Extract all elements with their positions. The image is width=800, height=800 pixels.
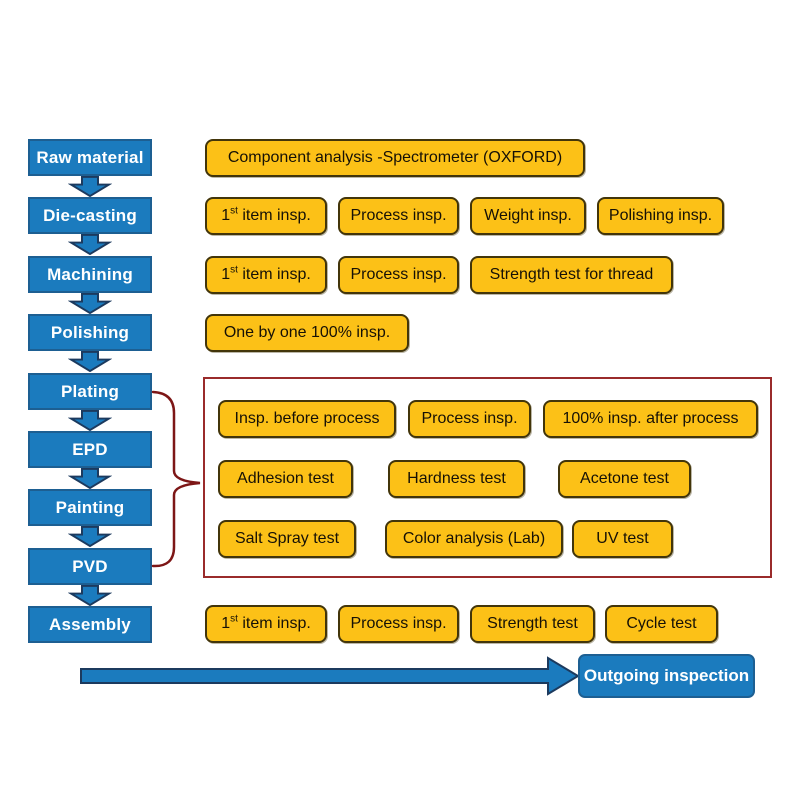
inspection-label: 1st item insp. bbox=[221, 613, 311, 632]
down-arrow-icon bbox=[68, 234, 112, 255]
inspection-label: Strength test for thread bbox=[489, 266, 654, 283]
inspection-box-first-item: 1st item insp. bbox=[205, 197, 327, 235]
inspection-label: Color analysis (Lab) bbox=[402, 530, 546, 547]
process-step-label: Die-casting bbox=[43, 205, 137, 225]
inspection-label: Process insp. bbox=[350, 266, 447, 283]
process-step-polishing: Polishing bbox=[28, 314, 152, 351]
inspection-box-process: Process insp. bbox=[408, 400, 531, 438]
inspection-label: 1st item insp. bbox=[221, 205, 311, 224]
inspection-label: Process insp. bbox=[350, 207, 447, 224]
process-step-label: Painting bbox=[55, 497, 125, 517]
inspection-box-first-item: 1st item insp. bbox=[205, 605, 327, 643]
inspection-box-process: Process insp. bbox=[338, 197, 459, 235]
down-arrow-icon bbox=[68, 585, 112, 606]
process-step-painting: Painting bbox=[28, 489, 152, 526]
inspection-box-strength-thread: Strength test for thread bbox=[470, 256, 673, 294]
inspection-box-salt-spray: Salt Spray test bbox=[218, 520, 356, 558]
inspection-box-one-by-one: One by one 100% insp. bbox=[205, 314, 409, 352]
inspection-box-component-analysis: Component analysis -Spectrometer (OXFORD… bbox=[205, 139, 585, 177]
process-step-label: Plating bbox=[60, 381, 120, 401]
inspection-label: Hardness test bbox=[407, 470, 506, 487]
inspection-box-adhesion: Adhesion test bbox=[218, 460, 353, 498]
process-step-label: Raw material bbox=[36, 147, 144, 167]
inspection-label: UV test bbox=[596, 530, 649, 547]
inspection-box-process: Process insp. bbox=[338, 256, 459, 294]
process-step-pvd: PVD bbox=[28, 548, 152, 585]
process-step-label: PVD bbox=[72, 556, 108, 576]
process-step-label: EPD bbox=[72, 439, 108, 459]
inspection-box-cycle: Cycle test bbox=[605, 605, 718, 643]
process-step-machining: Machining bbox=[28, 256, 152, 293]
inspection-box-color-analysis: Color analysis (Lab) bbox=[385, 520, 563, 558]
inspection-label: Polishing insp. bbox=[608, 207, 713, 224]
inspection-box-hardness: Hardness test bbox=[388, 460, 525, 498]
process-step-label: Assembly bbox=[49, 614, 131, 634]
outgoing-inspection-label: Outgoing inspection bbox=[583, 666, 750, 685]
inspection-box-weight: Weight insp. bbox=[470, 197, 586, 235]
flow-arrow bbox=[80, 656, 580, 696]
inspection-box-uv: UV test bbox=[572, 520, 673, 558]
process-step-assembly: Assembly bbox=[28, 606, 152, 643]
inspection-label: 1st item insp. bbox=[221, 264, 311, 283]
down-arrow-icon bbox=[68, 176, 112, 197]
inspection-label: Insp. before process bbox=[234, 410, 380, 427]
inspection-label: One by one 100% insp. bbox=[223, 324, 391, 341]
process-step-label: Machining bbox=[47, 264, 133, 284]
surface-treatment-group-frame bbox=[203, 377, 772, 578]
process-step-plating: Plating bbox=[28, 373, 152, 410]
inspection-box-polishing: Polishing insp. bbox=[597, 197, 724, 235]
down-arrow-icon bbox=[68, 351, 112, 372]
inspection-box-first-item: 1st item insp. bbox=[205, 256, 327, 294]
outgoing-inspection-box: Outgoing inspection bbox=[578, 654, 755, 698]
inspection-label: Salt Spray test bbox=[234, 530, 340, 547]
inspection-box-strength: Strength test bbox=[470, 605, 595, 643]
inspection-box-acetone: Acetone test bbox=[558, 460, 691, 498]
inspection-label: Strength test bbox=[487, 615, 578, 632]
process-step-raw-material: Raw material bbox=[28, 139, 152, 176]
brace-connector bbox=[151, 390, 201, 568]
down-arrow-icon bbox=[68, 410, 112, 431]
process-step-die-casting: Die-casting bbox=[28, 197, 152, 234]
inspection-label: Component analysis -Spectrometer (OXFORD… bbox=[227, 149, 563, 166]
down-arrow-icon bbox=[68, 526, 112, 547]
inspection-label: Adhesion test bbox=[237, 470, 334, 487]
inspection-label: Process insp. bbox=[350, 615, 447, 632]
inspection-label: Acetone test bbox=[580, 470, 669, 487]
inspection-label: 100% insp. after process bbox=[562, 410, 739, 427]
inspection-label: Process insp. bbox=[421, 410, 518, 427]
process-step-label: Polishing bbox=[50, 322, 130, 342]
inspection-box-process: Process insp. bbox=[338, 605, 459, 643]
down-arrow-icon bbox=[68, 468, 112, 489]
down-arrow-icon bbox=[68, 293, 112, 314]
inspection-box-before-process: Insp. before process bbox=[218, 400, 396, 438]
inspection-label: Weight insp. bbox=[484, 207, 572, 224]
inspection-box-after-process: 100% insp. after process bbox=[543, 400, 758, 438]
inspection-label: Cycle test bbox=[626, 615, 697, 632]
process-step-epd: EPD bbox=[28, 431, 152, 468]
